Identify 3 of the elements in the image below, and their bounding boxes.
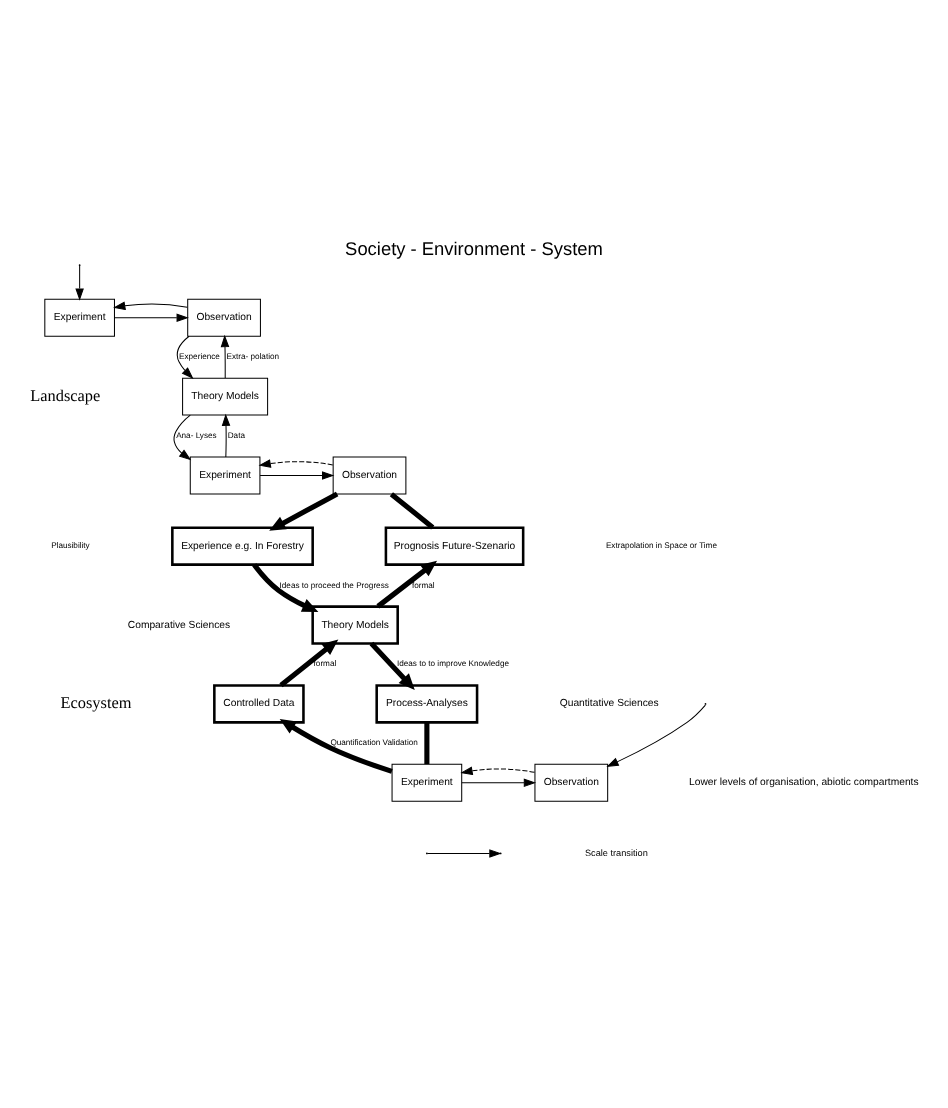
diagram-title: Society - Environment - System [345, 238, 603, 259]
label: Ecosystem [60, 693, 132, 712]
label: Landscape [30, 386, 101, 405]
